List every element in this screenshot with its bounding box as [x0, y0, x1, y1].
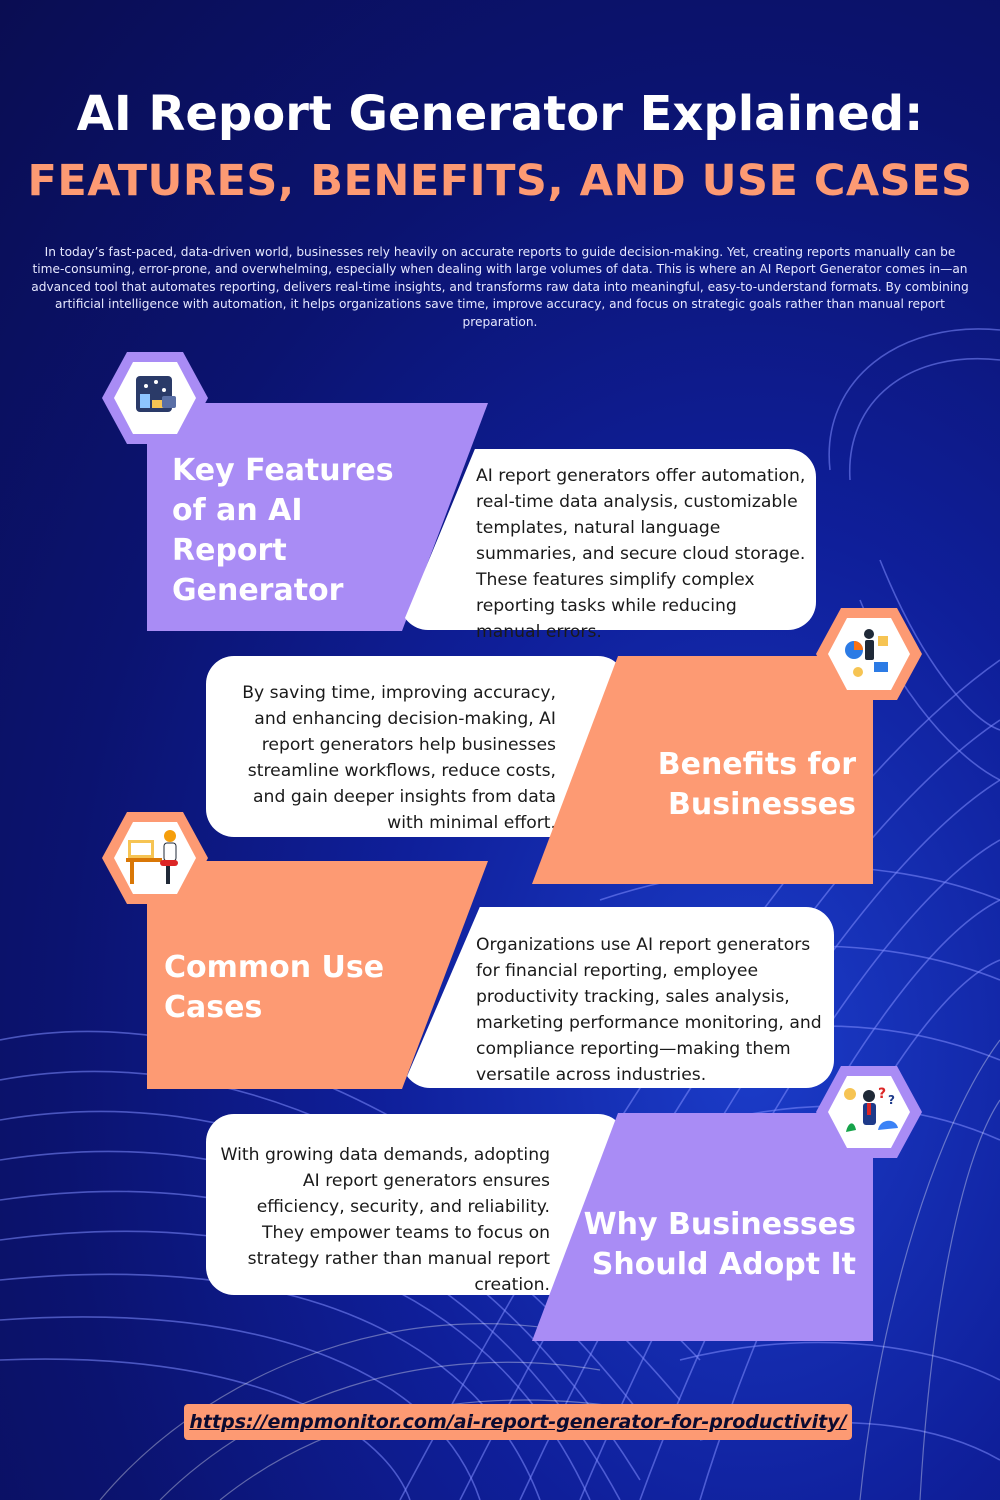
- benefits-description: By saving time, improving accuracy, and …: [242, 683, 556, 833]
- adopt-card: [206, 1114, 626, 1295]
- office-worker-icon: [102, 812, 208, 904]
- adopt-panel: [532, 1113, 873, 1341]
- features-card: [400, 449, 816, 630]
- benefits-card: [206, 656, 626, 837]
- url-banner: [184, 1404, 852, 1440]
- features-description: AI report generators offer automation, r…: [476, 466, 806, 642]
- features-panel: [147, 403, 488, 631]
- adopt-description: With growing data demands, adopting AI r…: [220, 1145, 550, 1295]
- page-title: AI Report Generator Explained:: [76, 86, 924, 142]
- benefits-title: Benefits for Businesses: [657, 747, 856, 822]
- use-cases-description: Organizations use AI report generators f…: [476, 935, 822, 1085]
- features-title: Key Features of an AI Report Generator: [172, 453, 394, 608]
- svg-text:?: ?: [878, 1086, 886, 1102]
- intro-paragraph: In today’s fast-paced, data-driven world…: [31, 245, 969, 329]
- thinking-businessman-icon: ? ?: [816, 1066, 922, 1158]
- use-cases-title: Common Use Cases: [164, 950, 385, 1025]
- benefits-panel: [532, 656, 873, 884]
- adopt-title: Why Businesses Should Adopt It: [583, 1207, 856, 1282]
- use-cases-panel: [147, 861, 488, 1089]
- page-subtitle: FEATURES, BENEFITS, AND USE CASES: [27, 156, 973, 206]
- businessman-charts-icon: [816, 608, 922, 700]
- dashboard-icon: [102, 352, 208, 444]
- svg-text:?: ?: [888, 1093, 895, 1107]
- source-link[interactable]: https://empmonitor.com/ai-report-generat…: [189, 1411, 847, 1433]
- use-cases-card: [402, 907, 834, 1088]
